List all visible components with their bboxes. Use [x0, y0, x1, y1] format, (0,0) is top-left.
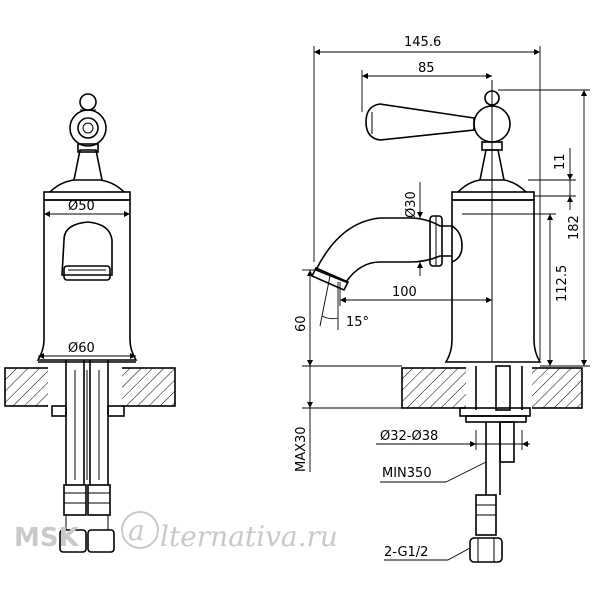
total-height-label: 182: [567, 215, 582, 240]
overall-width-label: 145.6: [404, 35, 441, 50]
front-hoses: [65, 360, 109, 485]
dim-spout-height: 112.5: [462, 213, 570, 366]
dim-countertop-max: MAX30: [294, 366, 402, 472]
handle-offset-label: 11: [553, 153, 568, 170]
front-view: Ø50 Ø60: [4, 93, 176, 553]
front-handle: [69, 93, 107, 181]
dim-spout-angle: 15°: [319, 275, 369, 330]
dim-body-top: Ø50: [44, 199, 130, 217]
outlet-height-label: 60: [294, 315, 309, 332]
hose-length-label: MIN350: [382, 466, 432, 481]
spout-height-label: 112.5: [555, 265, 570, 302]
dim-body-base: Ø60: [38, 341, 136, 359]
dim-handle-offset: 11: [528, 148, 576, 210]
spout-diameter-label: Ø30: [404, 191, 419, 218]
front-hose-fittings: [59, 484, 115, 553]
body-top-diameter-label: Ø50: [68, 199, 95, 214]
side-body: [444, 80, 542, 363]
side-view: 145.6 85 182 11: [294, 35, 590, 563]
dim-spout-to-axis: 85: [361, 61, 492, 112]
watermark-a: a: [128, 514, 145, 547]
dim-hose-thread: 2-G1/2: [384, 545, 471, 561]
dim-spout-diameter: Ø30: [404, 182, 423, 276]
dim-hole-range: Ø32-Ø38: [376, 429, 530, 450]
spout-to-axis-label: 85: [418, 61, 435, 76]
side-mounting: [459, 365, 531, 563]
hose-thread-label: 2-G1/2: [384, 545, 428, 560]
dim-outlet-height: 60: [294, 269, 402, 367]
dim-hose-length: MIN350: [380, 461, 487, 483]
watermark: MSK a lternativa.ru: [14, 511, 338, 553]
spout-reach-label: 100: [392, 285, 417, 300]
dim-total-height: 182: [498, 89, 590, 367]
side-handle: [365, 90, 511, 181]
side-spout: [310, 215, 463, 292]
watermark-prefix: MSK: [14, 523, 80, 553]
spout-angle-label: 15°: [346, 315, 369, 330]
dim-spout-reach: 100: [339, 282, 492, 306]
watermark-brand: lternativa.ru: [160, 520, 338, 553]
hole-range-label: Ø32-Ø38: [380, 429, 438, 444]
body-base-diameter-label: Ø60: [68, 341, 95, 356]
countertop-max-label: MAX30: [294, 426, 309, 472]
dim-overall-width: 145.6: [313, 35, 541, 360]
